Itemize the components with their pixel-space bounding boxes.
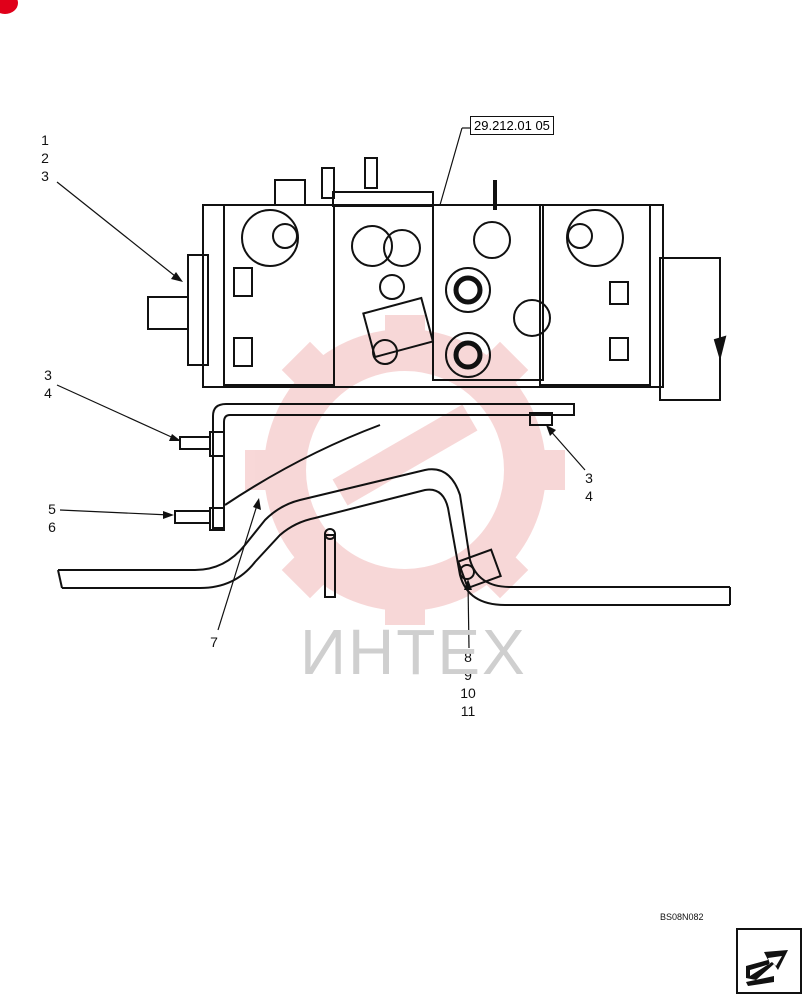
watermark-text: ИНТЕХ <box>300 616 527 688</box>
callout-5-6: 5 6 <box>40 500 64 536</box>
corner-logo <box>0 0 18 14</box>
hydraulic-pump <box>147 157 727 401</box>
callout-3-4-right: 3 4 <box>577 469 601 505</box>
callout-number: 2 <box>41 150 49 166</box>
callout-number: 5 <box>48 501 56 517</box>
callout-number: 7 <box>210 634 218 650</box>
callout-number: 6 <box>48 519 56 535</box>
callout-number: 4 <box>44 385 52 401</box>
callout-number: 8 <box>464 649 472 665</box>
callout-1-2-3: 1 2 3 <box>33 131 57 185</box>
mounting-bracket <box>174 403 575 531</box>
watermark-logo <box>245 315 565 625</box>
callout-7: 7 <box>202 633 226 651</box>
callout-3-4-left: 3 4 <box>36 366 60 402</box>
leader-arrowheads <box>163 272 556 590</box>
callout-number: 1 <box>41 132 49 148</box>
callout-number: 10 <box>460 685 476 701</box>
callout-number: 4 <box>585 488 593 504</box>
callout-number: 11 <box>460 703 476 719</box>
callout-8-9-10-11: 8 9 10 11 <box>456 648 480 720</box>
next-page-button[interactable] <box>736 928 802 994</box>
next-page-arrow-icon <box>746 950 788 986</box>
drawing-code: BS08N082 <box>660 912 704 922</box>
callout-number: 3 <box>585 470 593 486</box>
callout-number: 9 <box>464 667 472 683</box>
leader-lines <box>56 127 586 649</box>
callout-number: 3 <box>41 168 49 184</box>
callout-number: 3 <box>44 367 52 383</box>
reference-label: 29.212.01 05 <box>470 116 554 135</box>
